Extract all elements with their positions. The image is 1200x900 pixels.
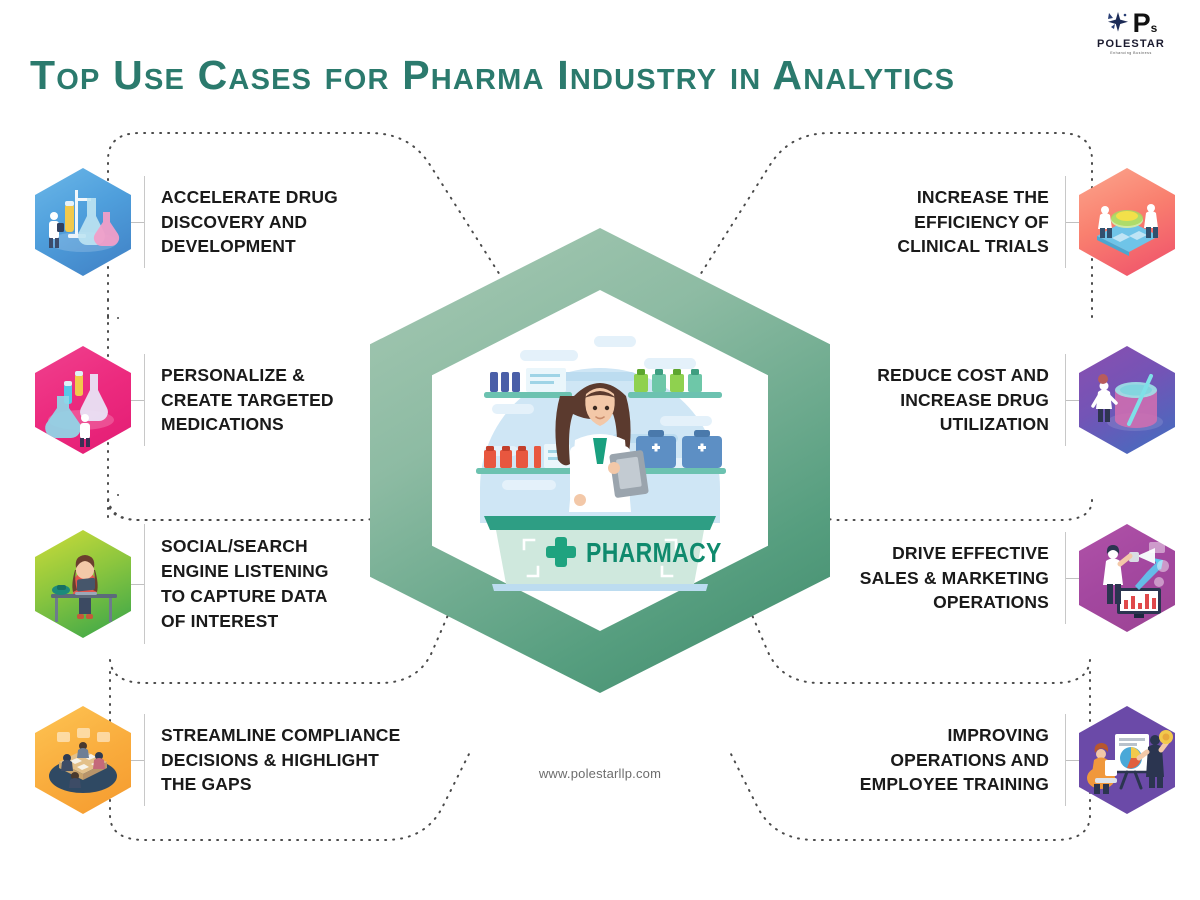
use-case-improving-operations-training[interactable]: IMPROVING OPERATIONS AND EMPLOYEE TRAINI… — [860, 706, 1175, 814]
label-line: STREAMLINE COMPLIANCE — [161, 724, 401, 745]
use-case-label: SOCIAL/SEARCH ENGINE LISTENING TO CAPTUR… — [145, 534, 329, 633]
item-divider — [144, 524, 145, 644]
pharmacy-sign-text: PHARMACY — [586, 538, 722, 569]
use-case-label: PERSONALIZE & CREATE TARGETED MEDICATION… — [145, 363, 334, 438]
label-line: CLINICAL TRIALS — [897, 236, 1049, 257]
connector-tick — [1066, 577, 1079, 579]
beakers-icon — [35, 346, 131, 454]
use-case-label: STREAMLINE COMPLIANCE DECISIONS & HIGHLI… — [145, 723, 400, 798]
label-line: MEDICATIONS — [161, 414, 284, 435]
label-line: THE GAPS — [161, 774, 252, 795]
label-line: DISCOVERY AND — [161, 211, 308, 232]
meeting-table-icon — [35, 706, 131, 814]
desk-worker-icon — [35, 530, 131, 638]
item-divider — [144, 176, 145, 268]
item-divider — [144, 714, 145, 806]
website-url: www.polestarllp.com — [538, 766, 662, 781]
label-line: PERSONALIZE & — [161, 364, 305, 385]
item-divider — [1065, 532, 1066, 624]
label-line: INCREASE THE — [916, 186, 1049, 207]
use-case-accelerate-drug-discovery[interactable]: ACCELERATE DRUG DISCOVERY AND DEVELOPMEN… — [35, 168, 338, 276]
label-line: CREATE TARGETED — [161, 389, 334, 410]
item-divider — [1065, 354, 1066, 446]
label-line: ACCELERATE DRUG — [161, 186, 338, 207]
logo-letter-p: P — [1132, 7, 1151, 38]
label-line: IMPROVING — [947, 724, 1049, 745]
use-case-personalize-medications[interactable]: PERSONALIZE & CREATE TARGETED MEDICATION… — [35, 346, 334, 454]
clinical-trial-icon — [1079, 168, 1175, 276]
label-line: EFFICIENCY OF — [914, 211, 1049, 232]
lab-flasks-icon — [35, 168, 131, 276]
label-line: EMPLOYEE TRAINING — [859, 774, 1049, 795]
label-line: INCREASE DRUG — [900, 389, 1049, 410]
use-case-reduce-cost-drug-utilization[interactable]: REDUCE COST AND INCREASE DRUG UTILIZATIO… — [877, 346, 1175, 454]
label-line: DECISIONS & HIGHLIGHT — [161, 749, 380, 770]
connector-tick — [1066, 399, 1079, 401]
label-line: DEVELOPMENT — [161, 236, 296, 257]
use-case-label: ACCELERATE DRUG DISCOVERY AND DEVELOPMEN… — [145, 185, 338, 260]
use-case-increase-clinical-trial-efficiency[interactable]: INCREASE THE EFFICIENCY OF CLINICAL TRIA… — [897, 168, 1175, 276]
use-case-label: DRIVE EFFECTIVE SALES & MARKETING OPERAT… — [860, 541, 1065, 616]
page-title: Top Use Cases for Pharma Industry in Ana… — [30, 52, 956, 98]
use-case-drive-sales-marketing[interactable]: DRIVE EFFECTIVE SALES & MARKETING OPERAT… — [860, 524, 1175, 632]
label-line: OF INTEREST — [161, 610, 279, 631]
center-illustration: PHARMACY — [370, 228, 830, 693]
label-line: UTILIZATION — [939, 414, 1049, 435]
label-line: TO CAPTURE DATA — [161, 586, 328, 606]
item-divider — [1065, 176, 1066, 268]
label-line: OPERATIONS — [933, 592, 1049, 613]
use-case-label: IMPROVING OPERATIONS AND EMPLOYEE TRAINI… — [860, 723, 1065, 798]
logo-brand-name: POLESTAR — [1097, 38, 1165, 50]
use-case-streamline-compliance[interactable]: STREAMLINE COMPLIANCE DECISIONS & HIGHLI… — [35, 706, 400, 814]
item-divider — [1065, 714, 1066, 806]
connector-tick — [131, 399, 144, 401]
label-line: SOCIAL/SEARCH — [161, 536, 308, 557]
connector-tick — [131, 759, 144, 761]
label-line: OPERATIONS AND — [890, 749, 1049, 770]
use-case-label: REDUCE COST AND INCREASE DRUG UTILIZATIO… — [877, 363, 1065, 438]
label-line: ENGINE LISTENING — [161, 561, 329, 582]
label-line: REDUCE COST AND — [877, 364, 1049, 385]
connector-tick — [1066, 759, 1079, 761]
label-line: DRIVE EFFECTIVE — [892, 542, 1049, 563]
polestar-logo: P s POLESTAR Enhancing Business — [1076, 8, 1186, 55]
logo-letter-s: s — [1150, 21, 1158, 36]
label-line: SALES & MARKETING — [859, 567, 1049, 588]
connector-tick — [131, 583, 144, 585]
logo-tagline: Enhancing Business — [1110, 51, 1152, 56]
use-case-label: INCREASE THE EFFICIENCY OF CLINICAL TRIA… — [897, 185, 1065, 260]
presentation-training-icon — [1079, 706, 1175, 814]
item-divider — [144, 354, 145, 446]
connector-tick — [1066, 221, 1079, 223]
drug-vat-icon — [1079, 346, 1175, 454]
star-burst-icon — [1107, 12, 1128, 32]
connector-tick — [131, 221, 144, 223]
use-case-social-search-listening[interactable]: SOCIAL/SEARCH ENGINE LISTENING TO CAPTUR… — [35, 524, 329, 644]
logo-mark: P s — [1076, 8, 1186, 38]
pharmacy-scene-icon: PHARMACY — [476, 336, 726, 591]
megaphone-growth-icon — [1079, 524, 1175, 632]
